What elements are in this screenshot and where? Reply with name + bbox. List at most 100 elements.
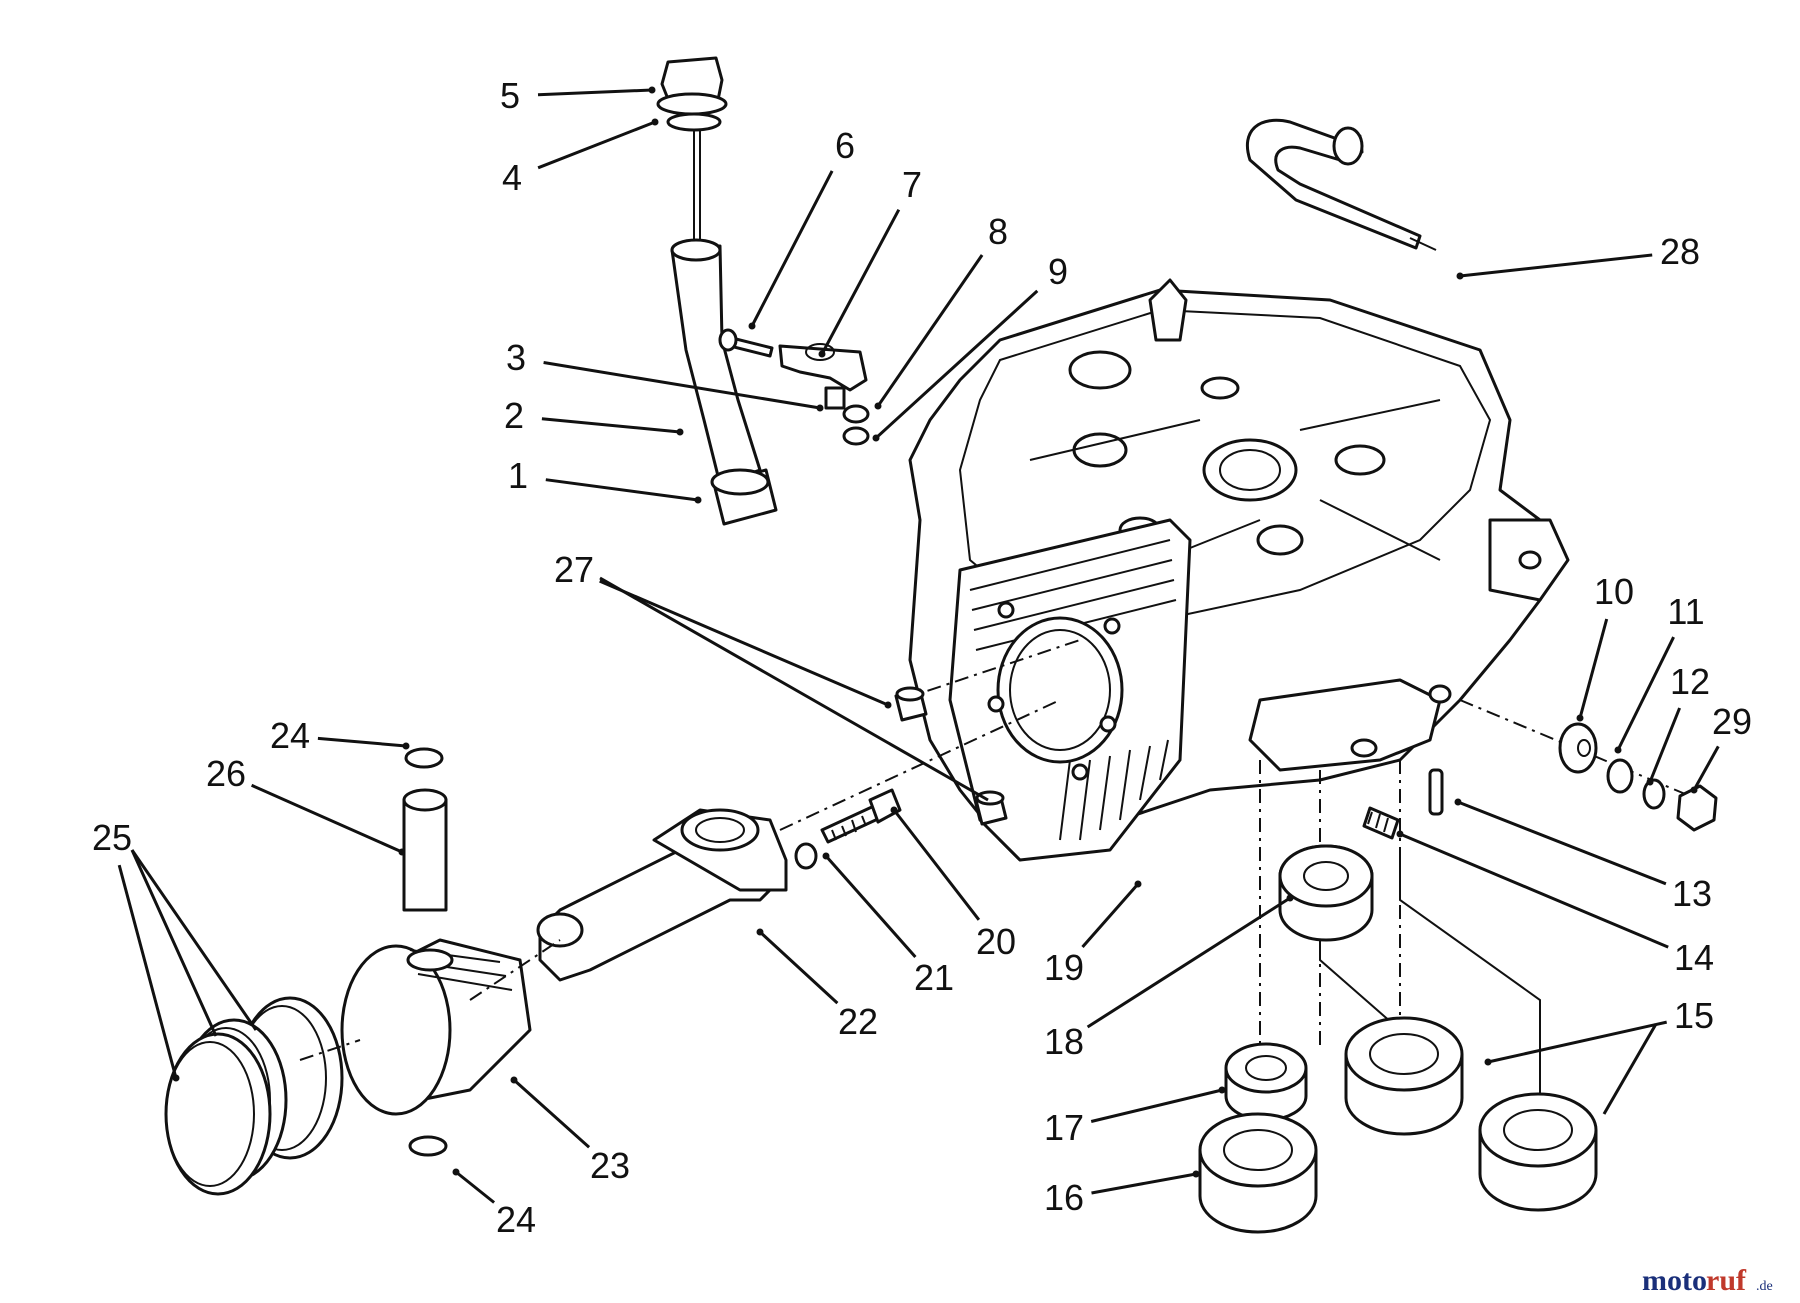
- callout-dot: [822, 852, 830, 860]
- callout-number: 2: [504, 395, 524, 436]
- callout-dot: [1484, 1058, 1492, 1066]
- callout-number: 6: [835, 125, 855, 166]
- callout-dot: [1614, 746, 1622, 754]
- callout-c3: 3: [506, 337, 824, 412]
- oil-fill-tube-assembly: [656, 56, 870, 526]
- callout-dot: [452, 1168, 460, 1176]
- callout-dot: [872, 434, 880, 442]
- callout-number: 5: [500, 75, 520, 116]
- callout-c7: 7: [818, 164, 922, 358]
- callout-leader: [599, 579, 889, 707]
- pin-and-spring: [1362, 768, 1444, 840]
- callout-leader: [250, 783, 403, 854]
- watermark: moto ruf .de: [1642, 1264, 1773, 1297]
- callout-c24a: 24: [270, 715, 410, 756]
- dowel-pins: [894, 686, 1008, 826]
- callout-leader: [1090, 1088, 1223, 1123]
- callout-dot: [874, 402, 882, 410]
- callout-leader: [117, 864, 178, 1079]
- callout-c28: 28: [1456, 231, 1700, 280]
- connecting-rod-assembly: [536, 788, 902, 982]
- callout-dot: [1286, 894, 1294, 902]
- callout-leader: [1578, 618, 1609, 719]
- callout-leader: [1081, 883, 1140, 948]
- callout-number: 23: [590, 1145, 630, 1186]
- shaft-washers: [1558, 722, 1718, 832]
- bearings: [1198, 844, 1598, 1234]
- callout-c5: 5: [500, 75, 656, 116]
- callout-leader: [537, 88, 653, 97]
- callout-dot: [816, 404, 824, 412]
- callout-dot: [1396, 830, 1404, 838]
- callout-dot: [1454, 798, 1462, 806]
- callout-c1: 1: [508, 455, 702, 504]
- callout-number: 9: [1048, 251, 1068, 292]
- callout-leader: [824, 855, 917, 958]
- callout-number: 12: [1670, 661, 1710, 702]
- callout-leader: [750, 170, 834, 327]
- callout-leader: [1457, 800, 1667, 886]
- callout-number: 7: [902, 164, 922, 205]
- callout-number: 10: [1594, 571, 1634, 612]
- callout-number: 3: [506, 337, 526, 378]
- watermark-brand-accent: ruf: [1706, 1264, 1747, 1297]
- callout-leader: [1648, 707, 1681, 783]
- callout-leader: [892, 809, 981, 921]
- callout-dot: [402, 742, 410, 750]
- callout-leader: [317, 736, 407, 748]
- callout-leader: [1399, 832, 1669, 949]
- callout-number: 14: [1674, 937, 1714, 978]
- callout-dot: [651, 118, 659, 126]
- callout-leader: [876, 254, 984, 407]
- callout-c29: 29: [1690, 701, 1752, 794]
- callout-leader: [1086, 896, 1291, 1029]
- callout-number: 11: [1667, 591, 1704, 632]
- callout-dot: [1218, 1086, 1226, 1094]
- watermark-brand: moto: [1642, 1264, 1707, 1297]
- callout-leader: [537, 120, 656, 170]
- callout-leader: [512, 1078, 591, 1149]
- callout-number: 17: [1044, 1107, 1084, 1148]
- callout-dot: [510, 1076, 518, 1084]
- callout-leader: [1459, 253, 1653, 278]
- callout-dot: [748, 322, 756, 330]
- callout-c9: 9: [872, 251, 1068, 442]
- callout-dot: [1690, 786, 1698, 794]
- callout-c15: 15: [1484, 995, 1714, 1066]
- callout-leader: [758, 930, 839, 1005]
- crankcase: [908, 278, 1570, 862]
- callout-c10: 10: [1576, 571, 1634, 722]
- breather-tube: [1245, 118, 1437, 251]
- callout-leader: [1616, 636, 1675, 751]
- callout-dot: [1576, 714, 1584, 722]
- callout-c17: 17: [1044, 1086, 1226, 1148]
- callout-number: 26: [206, 753, 246, 794]
- callout-c20: 20: [890, 806, 1016, 962]
- callout-number: 19: [1044, 947, 1084, 988]
- callout-number: 1: [508, 455, 528, 496]
- callout-c21: 21: [822, 852, 954, 998]
- callout-c4: 4: [502, 118, 659, 198]
- callout-dot: [818, 350, 826, 358]
- callout-number: 15: [1674, 995, 1714, 1036]
- callout-number: 21: [914, 957, 954, 998]
- callout-dot: [1134, 880, 1142, 888]
- callout-c14: 14: [1396, 830, 1714, 978]
- callout-c11: 11: [1614, 591, 1705, 754]
- callout-leader: [455, 1170, 496, 1204]
- callout-number: 20: [976, 921, 1016, 962]
- callout-leader: [1091, 1172, 1197, 1195]
- callout-number: 25: [92, 817, 132, 858]
- callout-leader: [543, 361, 821, 410]
- callout-c26: 26: [206, 753, 406, 856]
- callout-number: 18: [1044, 1021, 1084, 1062]
- callout-number: 28: [1660, 231, 1700, 272]
- callout-branches: [130, 576, 1658, 1115]
- callout-c22: 22: [756, 928, 878, 1042]
- callout-dot: [884, 701, 892, 709]
- piston-assembly: [164, 747, 561, 1196]
- callout-number: 16: [1044, 1177, 1084, 1218]
- callout-number: 29: [1712, 701, 1752, 742]
